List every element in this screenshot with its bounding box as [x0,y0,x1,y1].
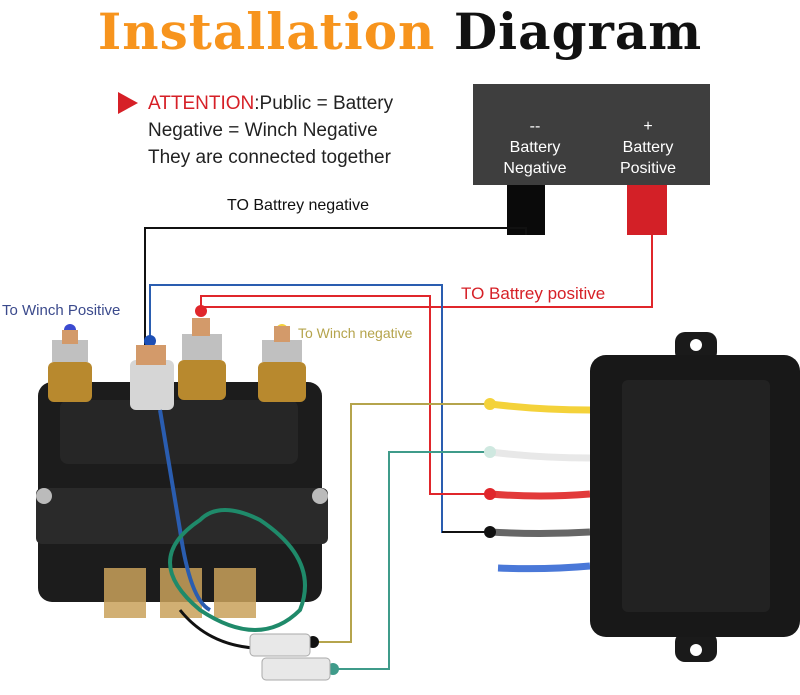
wire-yellow-control [313,403,490,643]
remote-control-box [590,332,800,662]
page-title: Installation Diagram [0,2,800,61]
solenoid-green-loop [168,508,307,632]
connector-sleeve-green [261,657,331,681]
wire-green-control [333,451,490,670]
battery-negative-line1: Battery [509,139,561,156]
solenoid-blue-wire [158,409,212,612]
to-battery-negative-label: TO Battrey negative [227,197,369,214]
battery-negative-symbol: -- [529,118,541,135]
winch-solenoid [36,382,328,618]
battery-box: -- Battery Negative + Battery Positive [473,84,710,185]
to-winch-negative-label: To Winch negative [298,325,413,341]
winch-positive-dot [144,335,156,347]
battery-positive-line2: Positive [619,160,677,177]
battery-negative-post [507,185,545,235]
attention-arrow-icon [118,92,138,114]
attention-line1: :Public = Battery [254,93,394,114]
battery-positive-line1: Battery [622,139,674,156]
white-lead-dot [484,446,496,458]
battery-positive-terminal-label: + Battery Positive [598,116,698,179]
battery-negative-line2: Negative [503,160,567,177]
battery-positive-dot [195,305,207,317]
lead-black [489,528,591,537]
attention-line2: Negative = Winch Negative [148,120,378,141]
title-diagram: Diagram [453,2,703,61]
red-lead-dot [484,488,496,500]
lead-white [489,448,591,462]
attention-line3: They are connected together [148,147,391,168]
wire-red-control [200,295,490,495]
battery-positive-post [627,185,667,235]
wire-battery-negative [144,227,527,345]
winch-terminals [48,318,306,410]
lead-blue [497,562,591,573]
to-winch-positive-label: To Winch Positive [2,302,121,319]
black-lead-dot [484,526,496,538]
title-installation: Installation [97,2,436,61]
battery-positive-symbol: + [643,118,653,135]
battery-negative-terminal-label: -- Battery Negative [485,116,585,179]
to-battery-positive-label: TO Battrey positive [461,284,606,303]
connector-sleeve-black [249,633,311,657]
lead-red [489,490,591,500]
attention-note: ATTENTION:Public = Battery Negative = Wi… [118,90,393,171]
lead-yellow [489,400,591,414]
attention-prefix: ATTENTION [148,93,255,114]
yellow-lead-dot [484,398,496,410]
